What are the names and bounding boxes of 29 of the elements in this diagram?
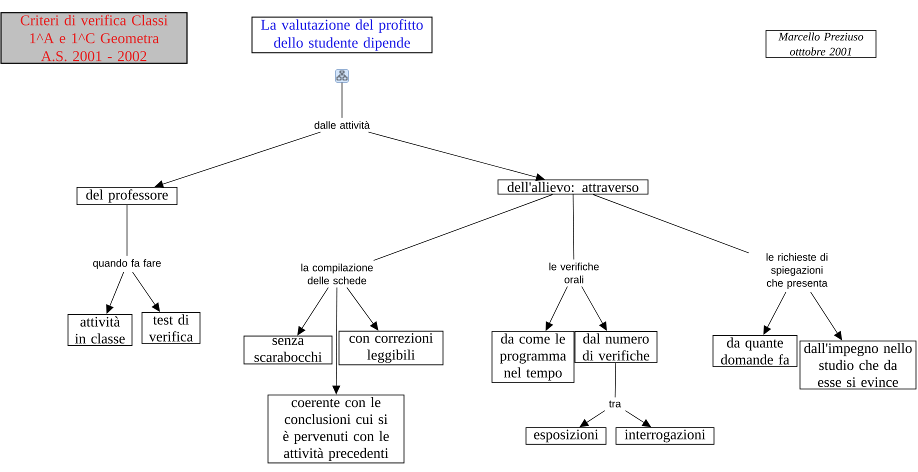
linking-phrase: quando fa fare — [93, 259, 161, 269]
concept-box: del professore — [76, 186, 178, 205]
linking-phrase: la compilazione delle schede — [301, 264, 373, 284]
concept-box: esposizioni — [526, 427, 606, 445]
arrow — [106, 272, 124, 314]
connector-line — [373, 194, 553, 261]
hierarchy-icon — [335, 69, 349, 83]
concept-box: da quante domande fa — [712, 335, 798, 367]
linking-phrase: dalle attività — [314, 121, 370, 129]
linking-phrase: le verifiche orali — [549, 262, 599, 284]
title-box: La valutazione del profitto dello studente dipende — [252, 16, 432, 54]
linking-phrase: tra — [609, 400, 622, 408]
concept-box: dall'impegno nello studio che da esse si evince — [800, 340, 916, 390]
concept-box: interrogazioni — [616, 427, 714, 445]
concept-box: coerente con le conclusioni cui si è pervenuti con le attività precedenti — [268, 394, 404, 464]
connector-line — [126, 204, 128, 256]
connector-line — [614, 362, 616, 398]
heading-box: Criteri di verifica Classi 1^A e 1^C Geometra A.S. 2001 - 2002 — [0, 12, 188, 64]
concept-box: con correzioni leggibili — [338, 330, 444, 366]
concept-box: test di verifica — [142, 312, 200, 344]
concept-box: dal numero di verifiche — [574, 331, 658, 363]
concept-box: attività in classe — [68, 314, 132, 346]
concept-box: senza scarabocchi — [244, 336, 332, 364]
linking-phrase: le richieste di spiegazioni che presenta — [766, 253, 828, 289]
connector-line — [592, 194, 750, 254]
concept-box: dell'allievo: attraverso — [498, 179, 648, 194]
author-box: Marcello Preziuso otttobre 2001 — [766, 30, 876, 58]
connector-line — [572, 194, 574, 260]
concept-box: da come le programma nel tempo — [492, 331, 574, 383]
